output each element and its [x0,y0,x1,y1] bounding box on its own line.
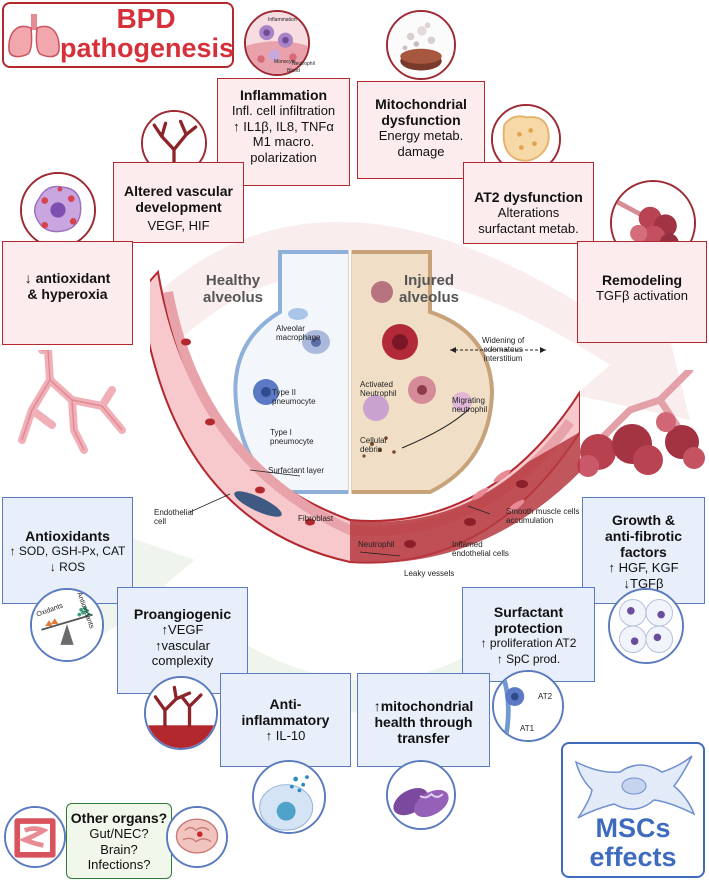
at2-dysfunction-box: AT2 dysfunction Alterations surfactant m… [463,162,594,244]
at2-line-2: surfactant metab. [478,220,579,236]
surfactant-title-2: protection [494,620,563,636]
other-organs-line-1: Gut/NEC? [89,826,149,841]
altered-vascular-box: Altered vascular development VEGF, HIF [113,162,244,243]
vascular-title-2: development [135,199,222,215]
proangiogenic-line-1: ↑VEGF [161,622,204,637]
mito-transfer-title-2: health through [374,714,473,730]
mitochondrial-line-1: Energy metab. [378,128,464,143]
other-organs-line-2: Brain? [100,841,138,857]
mito-transfer-title-3: transfer [397,730,450,746]
inflammation-icon-label: Inflammation [268,17,297,23]
inflammation-line-2: ↑ IL1β, IL8, TNFα [233,118,334,134]
msc-title: MSCs effects [589,813,677,872]
anti-inflammatory-title-1: Anti- [269,696,302,712]
other-organs-line-3: Infections? [87,857,151,872]
brain-icon [166,806,228,868]
mito-transfer-title-1: ↑mitochondrial [373,698,474,714]
inflammation-line-3: M1 macro. [252,134,315,149]
other-organs-title: Other organs? [70,810,168,826]
antioxidants-box: Antioxidants ↑ SOD, GSH-Px, CAT ↓ ROS [2,497,133,604]
proangiogenic-line-2: ↑vascular [155,637,210,653]
label-fibroblast: Fibroblast [298,514,334,523]
intestine-icon [4,806,66,868]
antioxidants-title: Antioxidants [25,528,110,544]
growth-factors-box: Growth & anti-fibrotic factors ↑ HGF, KG… [582,497,705,604]
virus-cell-icon [20,172,96,248]
msc-cell-icon [574,755,696,819]
neutrophil-icon-label: Neutrophil [292,61,315,67]
vascular-line-1: VEGF, HIF [147,218,210,233]
label-surfactant-layer: Surfactant layer [268,466,325,475]
antioxidant-title-1: ↓ antioxidant [24,270,111,286]
scale-icon [30,588,104,662]
bronchial-tree-icon [18,350,126,454]
label-neutrophil: Neutrophil [358,540,395,549]
vascular-title-1: Altered vascular [124,183,233,199]
at2-label: AT2 [538,692,553,701]
mitochondrial-transfer-box: ↑mitochondrial health through transfer [357,673,490,767]
growth-title-3: factors [620,544,667,560]
macrophage-icon [252,760,326,834]
at1-label: AT1 [520,724,535,733]
anti-inflammatory-line-1: ↑ IL-10 [265,728,306,743]
at2-line-1: Alterations [497,205,560,220]
surfactant-title-1: Surfactant [493,604,564,620]
anti-inflammatory-box: Anti- inflammatory ↑ IL-10 [220,673,351,767]
mitochondrial-line-2: damage [397,143,445,159]
vessel-branch-icon [144,676,218,750]
inflammation-title: Inflammation [239,87,328,103]
at2-title: AT2 dysfunction [474,189,583,205]
antioxidants-line-1: ↑ SOD, GSH-Px, CAT [9,544,126,558]
surfactant-line-2: ↑ SpC prod. [496,651,561,666]
mitochondrial-title-2: dysfunction [381,112,461,128]
growth-title-1: Growth & [612,512,675,528]
growth-title-2: anti-fibrotic [605,528,682,544]
label-leaky-vessels: Leaky vessels [404,569,455,578]
antioxidant-title-2: & hyperoxia [27,286,108,302]
antioxidants-line-2: ↓ ROS [49,559,86,574]
inflammation-cells-icon [244,10,310,76]
blood-icon-label: Blood [287,68,300,74]
cells-dish-icon [608,588,684,664]
lungs-icon [8,14,60,58]
proangiogenic-line-3: complexity [151,653,214,668]
proangiogenic-title: Proangiogenic [133,606,232,622]
at2-at1-icon [492,670,564,742]
anti-inflammatory-title-2: inflammatory [241,712,330,728]
growth-line-2: ↓TGFβ [623,575,664,591]
alveolus-illustration [150,250,580,564]
antioxidant-hyperoxia-box: ↓ antioxidant & hyperoxia [2,241,133,345]
bpd-title: BPD pathogenesis [60,3,235,63]
surfactant-line-1: ↑ proliferation AT2 [480,636,577,650]
inflammation-line-4: polarization [250,149,317,165]
other-organs-box: Other organs? Gut/NEC? Brain? Infections… [66,803,172,879]
surfactant-protection-box: Surfactant protection ↑ proliferation AT… [462,587,595,682]
inflammation-box: Inflammation Infl. cell infiltration ↑ I… [217,78,350,186]
remodeling-title: Remodeling [601,272,683,288]
remodeling-line-1: TGFβ activation [595,288,688,303]
mitochondrial-title-1: Mitochondrial [375,96,467,112]
mitochondria-icon [386,760,456,830]
fibrotic-alveoli-icon [577,370,705,477]
monocyte-icon-label: Monocyte [274,59,296,65]
inflammation-line-1: Infl. cell infiltration [231,103,336,118]
remodeling-box: Remodeling TGFβ activation [577,241,707,343]
mitochondria-cloud-icon [386,10,456,80]
growth-line-1: ↑ HGF, KGF [608,560,679,575]
